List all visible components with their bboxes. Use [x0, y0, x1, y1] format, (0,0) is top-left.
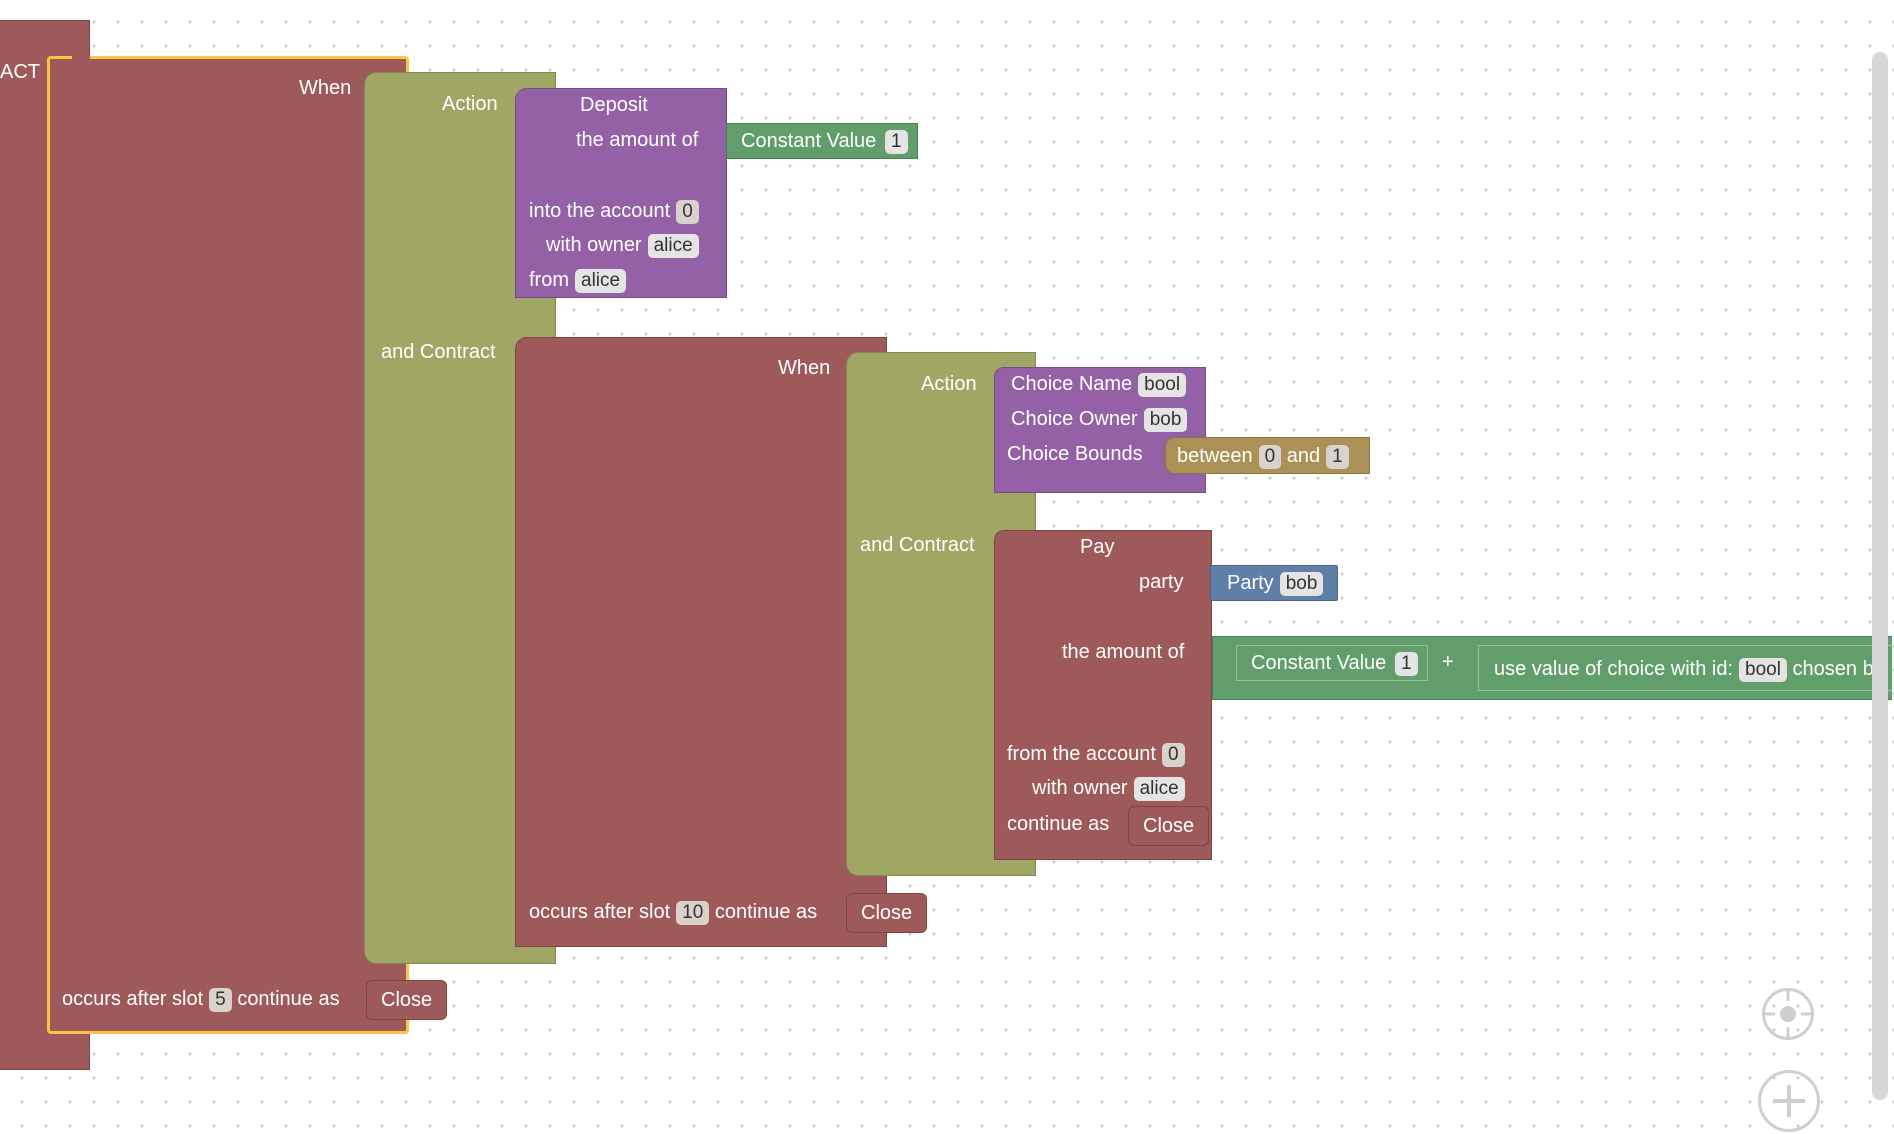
when-block-top-notch [72, 56, 90, 66]
deposit-account-field[interactable]: 0 [676, 200, 699, 224]
pay-close-block[interactable]: Close [1128, 806, 1210, 846]
bounds-low-field[interactable]: 0 [1258, 445, 1282, 469]
when1-timeout-slot-field[interactable]: 5 [209, 988, 232, 1012]
party-label: Party [1227, 572, 1274, 594]
deposit-constant-value-block[interactable]: Constant Value 1 [726, 123, 918, 159]
constant-value-field[interactable]: 1 [885, 130, 908, 154]
deposit-title: Deposit [580, 94, 648, 116]
party-field[interactable]: bob [1279, 572, 1324, 596]
when-label: When [299, 77, 352, 99]
pay-amount-label: the amount of [1062, 641, 1185, 663]
use-value-id-field[interactable]: bool [1739, 658, 1787, 682]
target-icon [1765, 991, 1811, 1037]
pay-title: Pay [1080, 536, 1115, 558]
use-value-block[interactable]: use value of choice with id:bool chosen … [1478, 645, 1892, 691]
pay-party-label: party [1139, 571, 1184, 593]
when1-timeout-suffix: continue as [237, 988, 340, 1010]
choice-name-field[interactable]: bool [1138, 373, 1187, 397]
pay-from-account-field[interactable]: 0 [1161, 743, 1185, 767]
deposit-owner-text: with owner [546, 234, 642, 256]
add-constant-value-block[interactable]: Constant Value 1 [1236, 645, 1428, 681]
deposit-block[interactable] [515, 88, 727, 298]
choice-owner-field[interactable]: bob [1143, 408, 1188, 432]
when-block-inner[interactable] [515, 337, 887, 947]
when2-timeout-prefix: occurs after slot [529, 901, 671, 923]
when-label-inner: When [778, 357, 831, 379]
choice-owner-label: Choice Owner [1011, 408, 1138, 430]
pay-owner-field[interactable]: alice [1133, 777, 1185, 801]
outer-contract-title: ACT [0, 61, 40, 83]
choice-bounds-label: Choice Bounds [1007, 443, 1143, 465]
add-operator: + [1442, 651, 1454, 673]
constant-value-label: Constant Value [741, 130, 877, 152]
bounds-and-label: and [1286, 445, 1321, 467]
action-label-2: Action [921, 373, 977, 395]
deposit-account-text: into the account [529, 200, 671, 222]
add-constant-label: Constant Value [1251, 652, 1387, 674]
and-contract-label-1: and Contract [381, 341, 496, 363]
deposit-amount-label: the amount of [576, 129, 699, 151]
when1-timeout-close-block[interactable]: Close [366, 980, 448, 1020]
pay-block[interactable] [994, 530, 1212, 860]
add-constant-field[interactable]: 1 [1395, 652, 1418, 676]
when1-timeout-prefix: occurs after slot [62, 988, 204, 1010]
plus-icon [1773, 1085, 1805, 1117]
when2-timeout-slot-field[interactable]: 10 [676, 901, 710, 925]
use-value-label: use value of choice with id: [1494, 658, 1734, 680]
when-block-outer[interactable] [47, 56, 409, 1034]
bounds-high-field[interactable]: 1 [1326, 445, 1349, 469]
when2-timeout-suffix: continue as [714, 901, 818, 923]
vertical-scrollbar[interactable] [1872, 52, 1888, 1100]
deposit-from-text: from [529, 269, 569, 291]
center-workspace-button[interactable] [1762, 988, 1814, 1040]
choice-name-label: Choice Name [1011, 373, 1133, 395]
pay-from-account-label: from the account [1007, 743, 1156, 765]
deposit-from-field[interactable]: alice [575, 269, 627, 293]
when2-timeout-close-block[interactable]: Close [846, 893, 928, 933]
pay-continue-label: continue as [1007, 813, 1110, 835]
action-label-1: Action [442, 93, 498, 115]
deposit-owner-field[interactable]: alice [647, 234, 699, 258]
deposit-from-label: from alice [529, 268, 627, 293]
pay-owner-label: with owner [1032, 777, 1128, 799]
bounds-between-label: between [1177, 445, 1253, 467]
use-value-trailing: chosen b [1792, 658, 1874, 680]
and-contract-label-2: and Contract [860, 534, 975, 556]
zoom-in-button[interactable] [1758, 1070, 1820, 1132]
